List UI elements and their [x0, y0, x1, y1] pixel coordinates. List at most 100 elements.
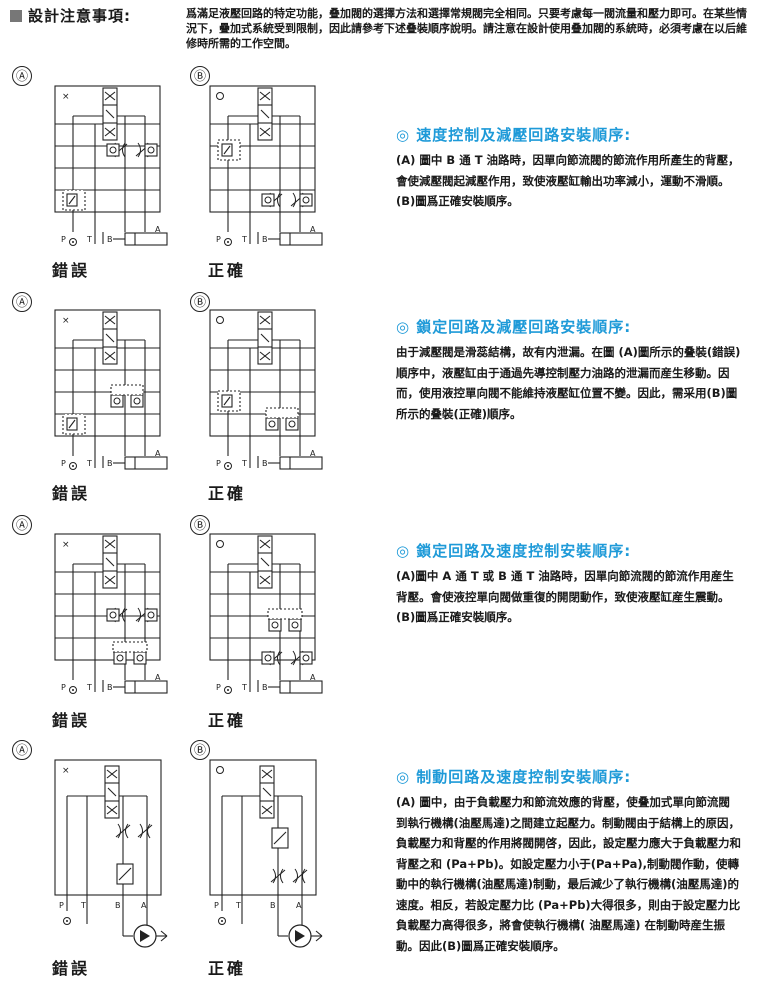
cylinder-icon	[124, 680, 168, 694]
pressure-gauge-icon	[224, 686, 232, 694]
pilot-line-box	[110, 384, 144, 396]
schematic-line	[160, 930, 168, 937]
label-wrong: 錯誤	[52, 484, 91, 503]
check-valve-icon	[291, 621, 299, 629]
pressure-gauge-icon	[66, 920, 68, 922]
label-wrong: 錯誤	[52, 959, 91, 978]
schematic-line	[315, 930, 323, 937]
label-right: 正確	[208, 261, 247, 280]
header-title: 設計注意事項:	[28, 7, 131, 25]
check-valve-icon	[264, 196, 272, 204]
port-b-label: B	[107, 235, 113, 244]
port-t-label: T	[241, 235, 247, 244]
schematic-line	[104, 575, 116, 585]
port-t-label: T	[235, 901, 241, 910]
schematic-line	[260, 333, 270, 343]
check-valve-icon	[288, 618, 302, 632]
port-a-label: A	[155, 673, 161, 682]
check-valve-icon	[109, 146, 117, 154]
check-valve-icon	[106, 143, 120, 157]
check-valve-icon	[133, 397, 141, 405]
port-circle-icon	[216, 92, 224, 100]
schematic-line	[115, 824, 131, 838]
section-text: (A) 圖中，由于負載壓力和節流效應的背壓，使叠加式單向節流閥到執行機構(油壓馬…	[396, 795, 741, 953]
throttle-valve-icon	[139, 823, 151, 839]
label-wrong: 錯誤	[52, 711, 91, 730]
check-valve-icon	[288, 420, 296, 428]
circle-b-label: Ⓑ	[190, 740, 210, 760]
pressure-gauge-icon	[72, 689, 74, 691]
check-valve-icon	[147, 611, 155, 619]
circle-b-label: Ⓑ	[190, 515, 210, 535]
pressure-gauge-icon	[224, 238, 232, 246]
port-p-label: P	[216, 235, 221, 244]
schematic-line	[104, 351, 116, 361]
schematic-line	[106, 769, 118, 779]
schematic-line	[105, 557, 115, 567]
label-right: 正確	[208, 484, 247, 503]
port-t-label: T	[241, 683, 247, 692]
pilot-line-box	[267, 608, 303, 620]
port-a-label: A	[155, 225, 161, 234]
schematic-line	[292, 869, 308, 883]
port-circle-icon	[216, 316, 224, 324]
port-b-label: B	[262, 459, 268, 468]
pressure-gauge-icon	[218, 917, 226, 925]
throttle-valve-icon	[294, 868, 306, 884]
check-valve-icon	[261, 651, 275, 665]
section-title: ◎ 速度控制及減壓回路安裝順序:	[396, 126, 632, 144]
pressure-gauge-icon	[72, 465, 74, 467]
schematic-line	[262, 787, 272, 797]
port-a-label: A	[141, 901, 147, 910]
schematic-line	[137, 824, 153, 838]
pressure-gauge-icon	[69, 686, 77, 694]
label-right: 正確	[208, 959, 247, 978]
port-t-label: T	[86, 683, 92, 692]
section-text: (A)圖中 A 通 T 或 B 通 T 油路時，因單向節流閥的節流作用産生背壓。…	[396, 569, 734, 624]
check-valve-icon	[265, 417, 279, 431]
port-a-label: A	[296, 901, 302, 910]
schematic-line	[223, 145, 231, 155]
check-valve-icon	[268, 420, 276, 428]
schematic-line	[270, 869, 286, 883]
pilot-line-box	[265, 407, 299, 419]
circle-b-label: Ⓑ	[190, 292, 210, 312]
cylinder-icon	[279, 456, 323, 470]
circle-a-label: Ⓐ	[12, 66, 32, 86]
schematic-line	[223, 396, 231, 406]
schematic-line	[315, 935, 323, 942]
port-t-label: T	[80, 901, 86, 910]
schematic-line	[104, 91, 116, 101]
port-a-label: A	[155, 449, 161, 458]
schematic-line	[259, 351, 271, 361]
schematic-line	[261, 805, 273, 815]
cylinder-icon	[124, 456, 168, 470]
check-valve-icon	[144, 608, 158, 622]
schematic-line	[105, 109, 115, 119]
schematic-line	[104, 539, 116, 549]
schematic-line	[260, 109, 270, 119]
check-valve-icon	[285, 417, 299, 431]
pressure-gauge-icon	[221, 920, 223, 922]
schematic-line	[104, 127, 116, 137]
schematic-line	[118, 867, 132, 881]
pressure-gauge-icon	[72, 241, 74, 243]
cylinder-icon	[279, 232, 323, 246]
schematic-line	[259, 315, 271, 325]
port-b-label: B	[262, 235, 268, 244]
section-text: (A) 圖中 B 通 T 油路時，因單向節流閥的節流作用所產生的背壓，會使減壓閥…	[396, 153, 740, 208]
check-valve-icon	[271, 621, 279, 629]
port-p-label: P	[214, 901, 219, 910]
port-t-label: T	[241, 459, 247, 468]
port-b-label: B	[115, 901, 121, 910]
schematic-line	[105, 333, 115, 343]
schematic-line	[259, 575, 271, 585]
schematic-line	[106, 805, 118, 815]
header-body: 爲滿足液壓回路的特定功能，叠加閥的選擇方法和選擇常規閥完全相同。只要考慮每一閥流…	[186, 7, 747, 50]
